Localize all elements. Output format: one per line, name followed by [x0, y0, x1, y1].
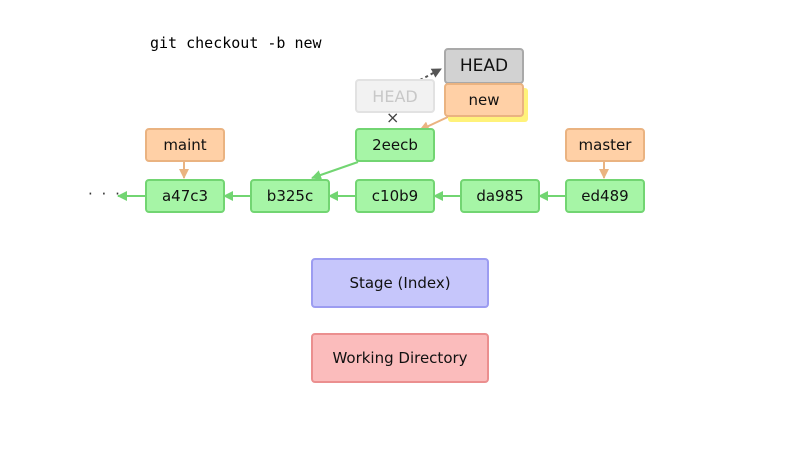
- arrow-new-to-2eecb: [419, 115, 451, 131]
- commit-2eecb: 2eecb: [355, 128, 435, 162]
- arrow-2eecb-to-b325c: [311, 161, 359, 180]
- head-label: HEAD: [444, 48, 524, 84]
- commit-b325c: b325c: [250, 179, 330, 213]
- stage-index-box: Stage (Index): [311, 258, 489, 308]
- command-text: git checkout -b new: [150, 34, 322, 52]
- branch-maint: maint: [145, 128, 225, 162]
- commit-c10b9: c10b9: [355, 179, 435, 213]
- commit-ed489: ed489: [565, 179, 645, 213]
- working-directory-box: Working Directory: [311, 333, 489, 383]
- arrow-head-move: [419, 68, 442, 81]
- old-head-ghost: HEAD: [355, 79, 435, 113]
- branch-new: new: [444, 83, 524, 117]
- commit-a47c3: a47c3: [145, 179, 225, 213]
- history-ellipsis: · · ·: [88, 185, 122, 203]
- branch-master: master: [565, 128, 645, 162]
- commit-da985: da985: [460, 179, 540, 213]
